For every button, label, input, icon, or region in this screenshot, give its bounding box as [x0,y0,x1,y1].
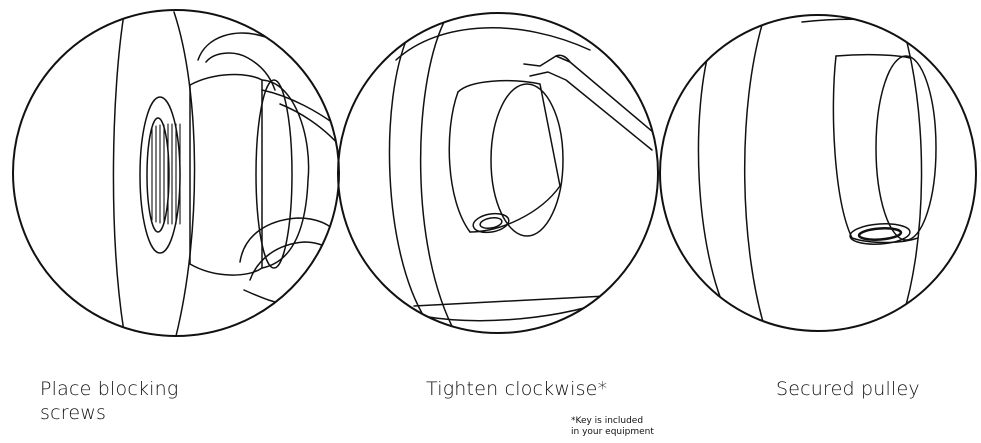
panel-2-circle [338,13,658,333]
frame-curve-left [698,40,730,320]
footnote-line-1: *Key is included [571,416,654,427]
screw-head [472,211,511,235]
panel-3-circle [660,15,976,331]
frame-curve-right [174,12,195,336]
pulley-left-edge [833,56,852,238]
thumb-bottom [240,218,348,262]
footnote-line-2: in your equipment [571,427,654,438]
pulley-block-front [190,75,262,276]
hex-key-body-2 [530,72,652,150]
pulley-cylinder-left [449,92,470,232]
pulley-face [491,84,563,236]
thumb-bottom-inner [250,242,346,280]
caption-tighten-clockwise: Tighten clockwise* [426,377,666,401]
panel-2-illustration [338,13,660,334]
pulley-block-side [262,80,309,268]
installation-diagram [0,0,981,350]
caption-line-2: screws [40,401,250,425]
panel-1-illustration [13,10,348,336]
mounting-hole-inner [147,118,169,232]
caption-place-blocking-screws: Place blocking screws [40,377,250,425]
panel-3-illustration [660,15,976,332]
frame-bottom-line [414,296,606,306]
frame-curve-left [113,14,124,332]
caption-secured-pulley: Secured pulley [776,377,956,401]
caption-line-1: Place blocking [40,377,250,401]
pulley-face [876,56,936,240]
finger-top-nail [206,53,275,90]
frame-curve-right [898,18,922,330]
frame-curve-middle [745,18,766,332]
pulley-cylinder [458,81,560,232]
footnote-key-included: *Key is included in your equipment [571,416,654,438]
